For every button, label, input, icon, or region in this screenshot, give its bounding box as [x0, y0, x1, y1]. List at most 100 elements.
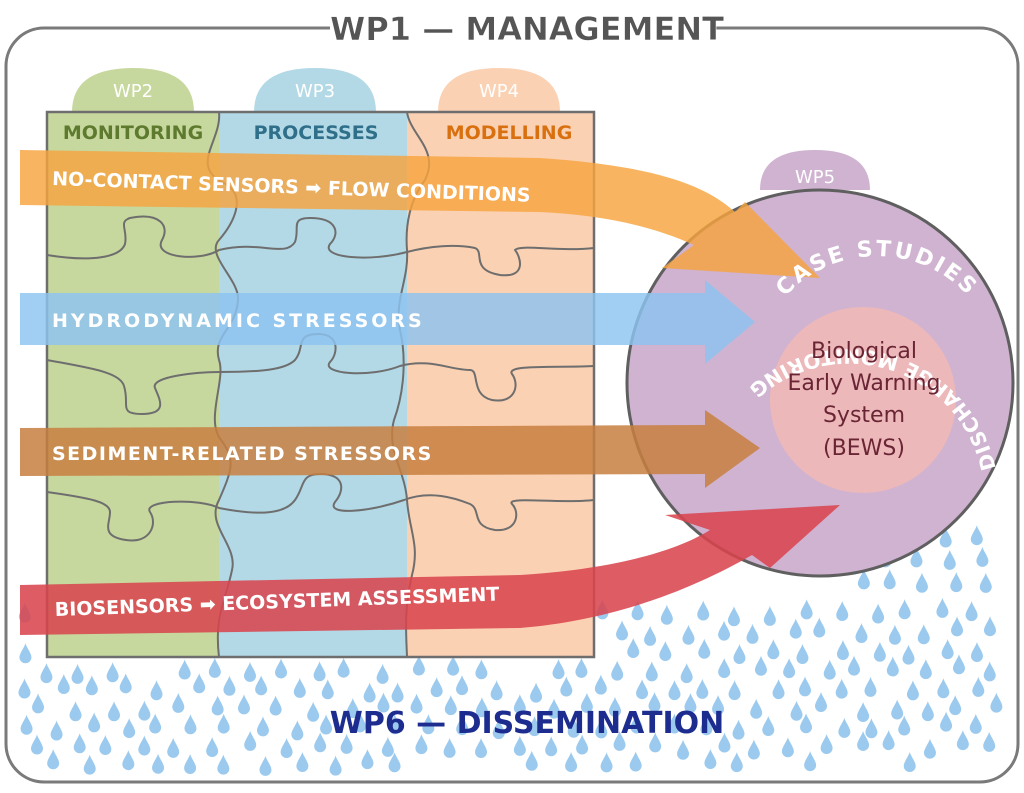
wp5-id: WP5	[795, 167, 835, 188]
flow-arrow-biosensors	[20, 505, 840, 635]
rain-drop	[20, 714, 33, 735]
rain-drop	[800, 599, 813, 620]
rain-drop	[525, 750, 538, 771]
rain-drop	[644, 625, 657, 646]
rain-drop	[949, 695, 962, 716]
flow-label-hydrodynamic: HYDRODYNAMIC STRESSORS	[52, 310, 425, 332]
rain-drop	[747, 739, 760, 760]
rain-drop	[567, 717, 580, 738]
wp5-tab	[760, 150, 870, 190]
rain-drop	[50, 720, 63, 741]
bews-line-2: Early Warning	[787, 371, 940, 396]
rain-drop	[888, 624, 901, 645]
bews-line-4: (BEWS)	[823, 436, 905, 461]
rain-drop	[475, 737, 488, 758]
rain-drop	[910, 547, 923, 568]
rain-drop	[732, 719, 745, 740]
wp2-tab	[72, 68, 194, 112]
rain-drop	[47, 749, 60, 770]
rain-drop	[106, 662, 119, 683]
rain-drop	[972, 676, 985, 697]
rain-drop	[799, 676, 812, 697]
rain-drop	[970, 642, 983, 663]
rain-drop	[184, 714, 197, 735]
rain-drop	[275, 658, 288, 679]
rain-drop	[836, 639, 849, 660]
rain-drop	[804, 751, 817, 772]
rain-drop	[649, 732, 662, 753]
rain-drop	[659, 641, 672, 662]
rain-drop	[648, 692, 661, 713]
rain-drop	[69, 701, 82, 722]
rain-drop	[530, 682, 543, 703]
rain-drop	[848, 655, 861, 676]
rain-drop	[762, 715, 775, 736]
rain-drop	[353, 712, 366, 733]
rain-drop	[256, 716, 269, 737]
rain-drop	[138, 700, 151, 721]
rain-drop	[178, 659, 191, 680]
bews-line-1: Biological	[811, 339, 917, 364]
rain-drop	[636, 679, 649, 700]
rain-drop	[381, 736, 394, 757]
rain-drop	[206, 737, 219, 758]
rain-drop	[291, 720, 304, 741]
rain-drop	[815, 692, 828, 713]
rain-drop	[422, 714, 435, 735]
rain-drop	[886, 656, 899, 677]
rain-drop	[696, 678, 709, 699]
rain-drop	[296, 752, 309, 773]
rain-drop	[443, 737, 456, 758]
rain-drop	[475, 659, 488, 680]
rain-drop	[684, 692, 697, 713]
rain-drop	[321, 679, 334, 700]
rain-drop	[882, 730, 895, 751]
rain-drop	[772, 679, 785, 700]
rain-drop	[668, 680, 681, 701]
rain-drop	[184, 753, 197, 774]
management-title: WP1 — MANAGEMENT	[330, 10, 724, 48]
rain-drop	[31, 734, 44, 755]
rain-drop	[906, 680, 919, 701]
rain-drop	[280, 737, 293, 758]
flow-arrow-hydrodynamic	[20, 280, 755, 364]
rain-drop	[456, 675, 469, 696]
rain-drop	[548, 698, 561, 719]
rain-drop	[152, 753, 165, 774]
bews-core	[770, 307, 956, 493]
rain-drop	[718, 732, 731, 753]
rain-drop	[630, 713, 643, 734]
rain-drop	[595, 718, 608, 739]
rain-drop	[976, 546, 989, 567]
rain-drop	[790, 700, 803, 721]
rain-drop	[293, 677, 306, 698]
rain-drop	[627, 638, 640, 659]
wp3-id: WP3	[295, 81, 335, 102]
rain-drop	[337, 657, 350, 678]
rain-drop	[313, 661, 326, 682]
rain-drop	[545, 736, 558, 757]
rain-drop	[376, 663, 389, 684]
rain-drop	[680, 663, 693, 684]
rain-drop	[783, 658, 796, 679]
rain-drop	[307, 701, 320, 722]
rain-drop	[941, 639, 954, 660]
rain-drop	[377, 692, 390, 713]
rain-drop	[631, 600, 644, 621]
rain-drop	[800, 713, 813, 734]
rain-drop	[73, 733, 86, 754]
rain-drop	[668, 713, 681, 734]
rain-drop	[217, 713, 230, 734]
rain-drop	[565, 751, 578, 772]
rain-drop	[682, 624, 695, 645]
flow-arrow-no-contact	[20, 150, 820, 278]
rain-drop	[244, 661, 257, 682]
rain-drop	[388, 752, 401, 773]
rain-drop	[730, 752, 743, 773]
rain-drop	[314, 732, 327, 753]
rain-drop	[616, 620, 629, 641]
rain-drop	[733, 644, 746, 665]
rain-drop	[936, 597, 949, 618]
rain-drop	[937, 678, 950, 699]
rain-drop	[269, 695, 282, 716]
